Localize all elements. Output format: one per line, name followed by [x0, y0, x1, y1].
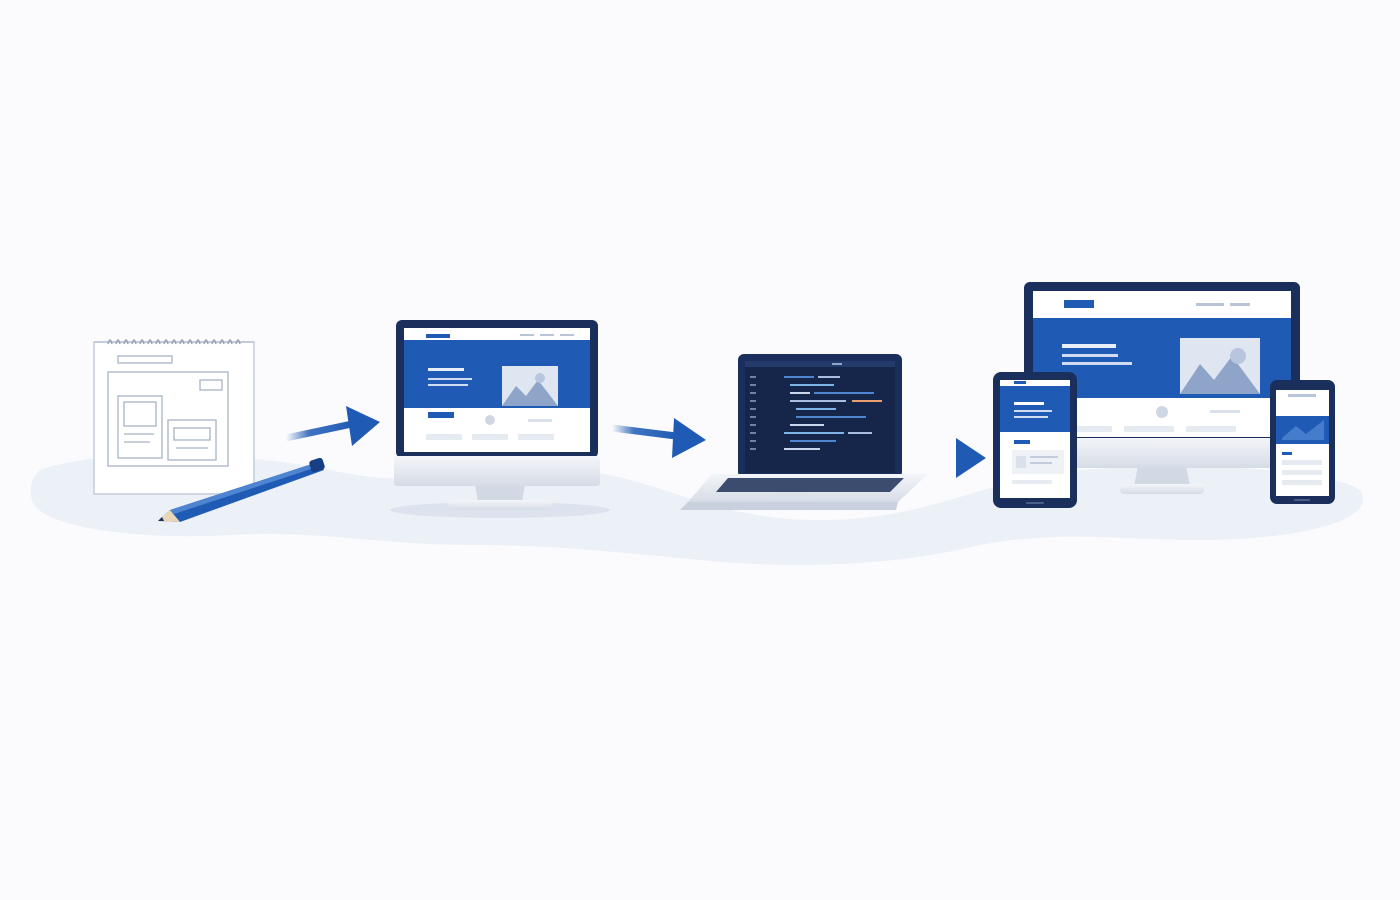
pencil-icon [158, 457, 325, 522]
image-placeholder-icon [1180, 338, 1260, 394]
code-lines [750, 376, 882, 450]
smartphone-icon [1270, 380, 1335, 504]
laptop-code-icon [680, 354, 928, 510]
wireframe-sketch [107, 355, 229, 467]
flow-arrow-1 [282, 406, 380, 446]
responsive-devices-icon [993, 282, 1335, 508]
desktop-mockup-icon [390, 320, 610, 518]
sketch-notepad-icon [93, 339, 325, 522]
keyboard [716, 478, 904, 492]
tablet-icon [993, 372, 1077, 508]
notepad-spiral [107, 339, 241, 345]
flow-arrow-2 [608, 418, 706, 458]
image-placeholder-icon [502, 366, 558, 406]
flow-arrow-3 [894, 438, 986, 478]
monitor-icon [1022, 282, 1302, 494]
